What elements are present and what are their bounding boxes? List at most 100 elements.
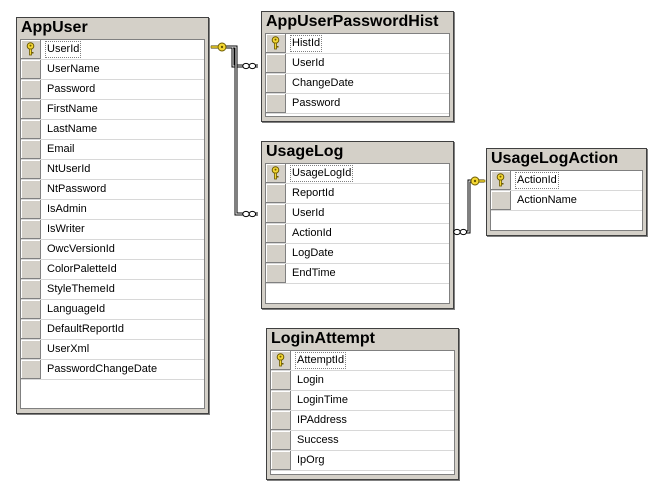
- column-name: IpOrg: [297, 454, 325, 466]
- row-selector[interactable]: [271, 451, 291, 470]
- column-row[interactable]: FirstName: [21, 100, 204, 120]
- column-name: AttemptId: [294, 351, 347, 370]
- column-row[interactable]: IsAdmin: [21, 200, 204, 220]
- row-selector[interactable]: [21, 100, 41, 119]
- row-selector[interactable]: [266, 54, 286, 73]
- row-selector[interactable]: [266, 204, 286, 223]
- column-row[interactable]: StyleThemeId: [21, 280, 204, 300]
- key-icon: [26, 42, 35, 56]
- column-row[interactable]: UserId: [266, 54, 449, 74]
- relationship-usagelogaction-usagelog[interactable]: [457, 179, 484, 234]
- column-name: IsWriter: [47, 223, 85, 235]
- table-title: LoginAttempt: [271, 330, 375, 347]
- row-selector[interactable]: [266, 164, 286, 183]
- column-row[interactable]: IPAddress: [271, 411, 454, 431]
- row-selector[interactable]: [21, 340, 41, 359]
- row-selector[interactable]: [271, 371, 291, 390]
- column-row[interactable]: LanguageId: [21, 300, 204, 320]
- column-row[interactable]: OwcVersionId: [21, 240, 204, 260]
- row-selector[interactable]: [491, 191, 511, 210]
- key-icon: [271, 36, 280, 50]
- column-name: NtPassword: [47, 183, 107, 195]
- column-row[interactable]: ChangeDate: [266, 74, 449, 94]
- table-loginattempt[interactable]: LoginAttempt AttemptId Login LoginTime I…: [266, 328, 459, 480]
- row-selector[interactable]: [21, 280, 41, 299]
- column-name: HistId: [289, 34, 323, 53]
- row-selector[interactable]: [491, 171, 511, 190]
- column-name: LogDate: [292, 247, 334, 259]
- column-row[interactable]: Email: [21, 140, 204, 160]
- column-row[interactable]: Password: [21, 80, 204, 100]
- row-selector[interactable]: [271, 351, 291, 370]
- row-selector[interactable]: [21, 320, 41, 339]
- column-row[interactable]: Password: [266, 94, 449, 114]
- column-row[interactable]: UserName: [21, 60, 204, 80]
- row-selector[interactable]: [21, 120, 41, 139]
- column-row[interactable]: ActionId: [491, 171, 642, 191]
- row-selector[interactable]: [266, 74, 286, 93]
- column-row[interactable]: LoginTime: [271, 391, 454, 411]
- column-row[interactable]: ActionName: [491, 191, 642, 211]
- column-row[interactable]: EndTime: [266, 264, 449, 284]
- table-usagelogaction[interactable]: UsageLogAction ActionId ActionName: [486, 148, 647, 236]
- row-selector[interactable]: [266, 94, 286, 113]
- column-name: UserId: [44, 40, 82, 59]
- row-selector[interactable]: [271, 411, 291, 430]
- column-row[interactable]: PasswordChangeDate: [21, 360, 204, 380]
- table-columns: UserId UserName Password FirstName LastN…: [20, 39, 205, 409]
- column-name: FirstName: [47, 103, 98, 115]
- column-row[interactable]: UsageLogId: [266, 164, 449, 184]
- table-usagelog[interactable]: UsageLog UsageLogId ReportId UserId Acti…: [261, 141, 454, 309]
- column-row[interactable]: HistId: [266, 34, 449, 54]
- column-name: LanguageId: [47, 303, 106, 315]
- column-name: NtUserId: [47, 163, 91, 175]
- column-row[interactable]: ReportId: [266, 184, 449, 204]
- table-columns: UsageLogId ReportId UserId ActionId LogD…: [265, 163, 450, 304]
- table-title: AppUserPasswordHist: [266, 13, 439, 30]
- column-row[interactable]: NtPassword: [21, 180, 204, 200]
- row-selector[interactable]: [266, 34, 286, 53]
- row-selector[interactable]: [21, 40, 41, 59]
- column-row[interactable]: IsWriter: [21, 220, 204, 240]
- row-selector[interactable]: [21, 300, 41, 319]
- row-selector[interactable]: [21, 360, 41, 379]
- table-appuserpasswordhist[interactable]: AppUserPasswordHist HistId UserId Change…: [261, 11, 454, 122]
- column-name: UsageLogId: [289, 164, 354, 183]
- column-name: DefaultReportId: [47, 323, 125, 335]
- row-selector[interactable]: [271, 431, 291, 450]
- column-row[interactable]: LogDate: [266, 244, 449, 264]
- row-selector[interactable]: [266, 224, 286, 243]
- table-appuser[interactable]: AppUser UserId UserName Password FirstNa…: [16, 17, 209, 414]
- row-selector[interactable]: [21, 180, 41, 199]
- column-row[interactable]: UserId: [266, 204, 449, 224]
- column-row[interactable]: UserId: [21, 40, 204, 60]
- column-row[interactable]: UserXml: [21, 340, 204, 360]
- column-row[interactable]: ColorPaletteId: [21, 260, 204, 280]
- column-row[interactable]: LastName: [21, 120, 204, 140]
- column-row[interactable]: NtUserId: [21, 160, 204, 180]
- row-selector[interactable]: [21, 220, 41, 239]
- row-selector[interactable]: [21, 140, 41, 159]
- table-title: UsageLogAction: [491, 150, 619, 167]
- row-selector[interactable]: [21, 240, 41, 259]
- column-row[interactable]: Success: [271, 431, 454, 451]
- column-row[interactable]: DefaultReportId: [21, 320, 204, 340]
- row-selector[interactable]: [266, 244, 286, 263]
- row-selector[interactable]: [21, 260, 41, 279]
- row-selector[interactable]: [271, 391, 291, 410]
- column-row[interactable]: Login: [271, 371, 454, 391]
- row-selector[interactable]: [266, 184, 286, 203]
- column-row[interactable]: IpOrg: [271, 451, 454, 471]
- row-selector[interactable]: [21, 80, 41, 99]
- row-selector[interactable]: [21, 160, 41, 179]
- column-row[interactable]: ActionId: [266, 224, 449, 244]
- column-row[interactable]: AttemptId: [271, 351, 454, 371]
- relationship-appuser-usagelog[interactable]: [233, 45, 258, 216]
- row-selector[interactable]: [266, 264, 286, 283]
- row-selector[interactable]: [21, 200, 41, 219]
- table-title: AppUser: [21, 19, 88, 36]
- column-name: Password: [292, 97, 341, 109]
- column-name: ActionName: [517, 194, 577, 206]
- row-selector[interactable]: [21, 60, 41, 79]
